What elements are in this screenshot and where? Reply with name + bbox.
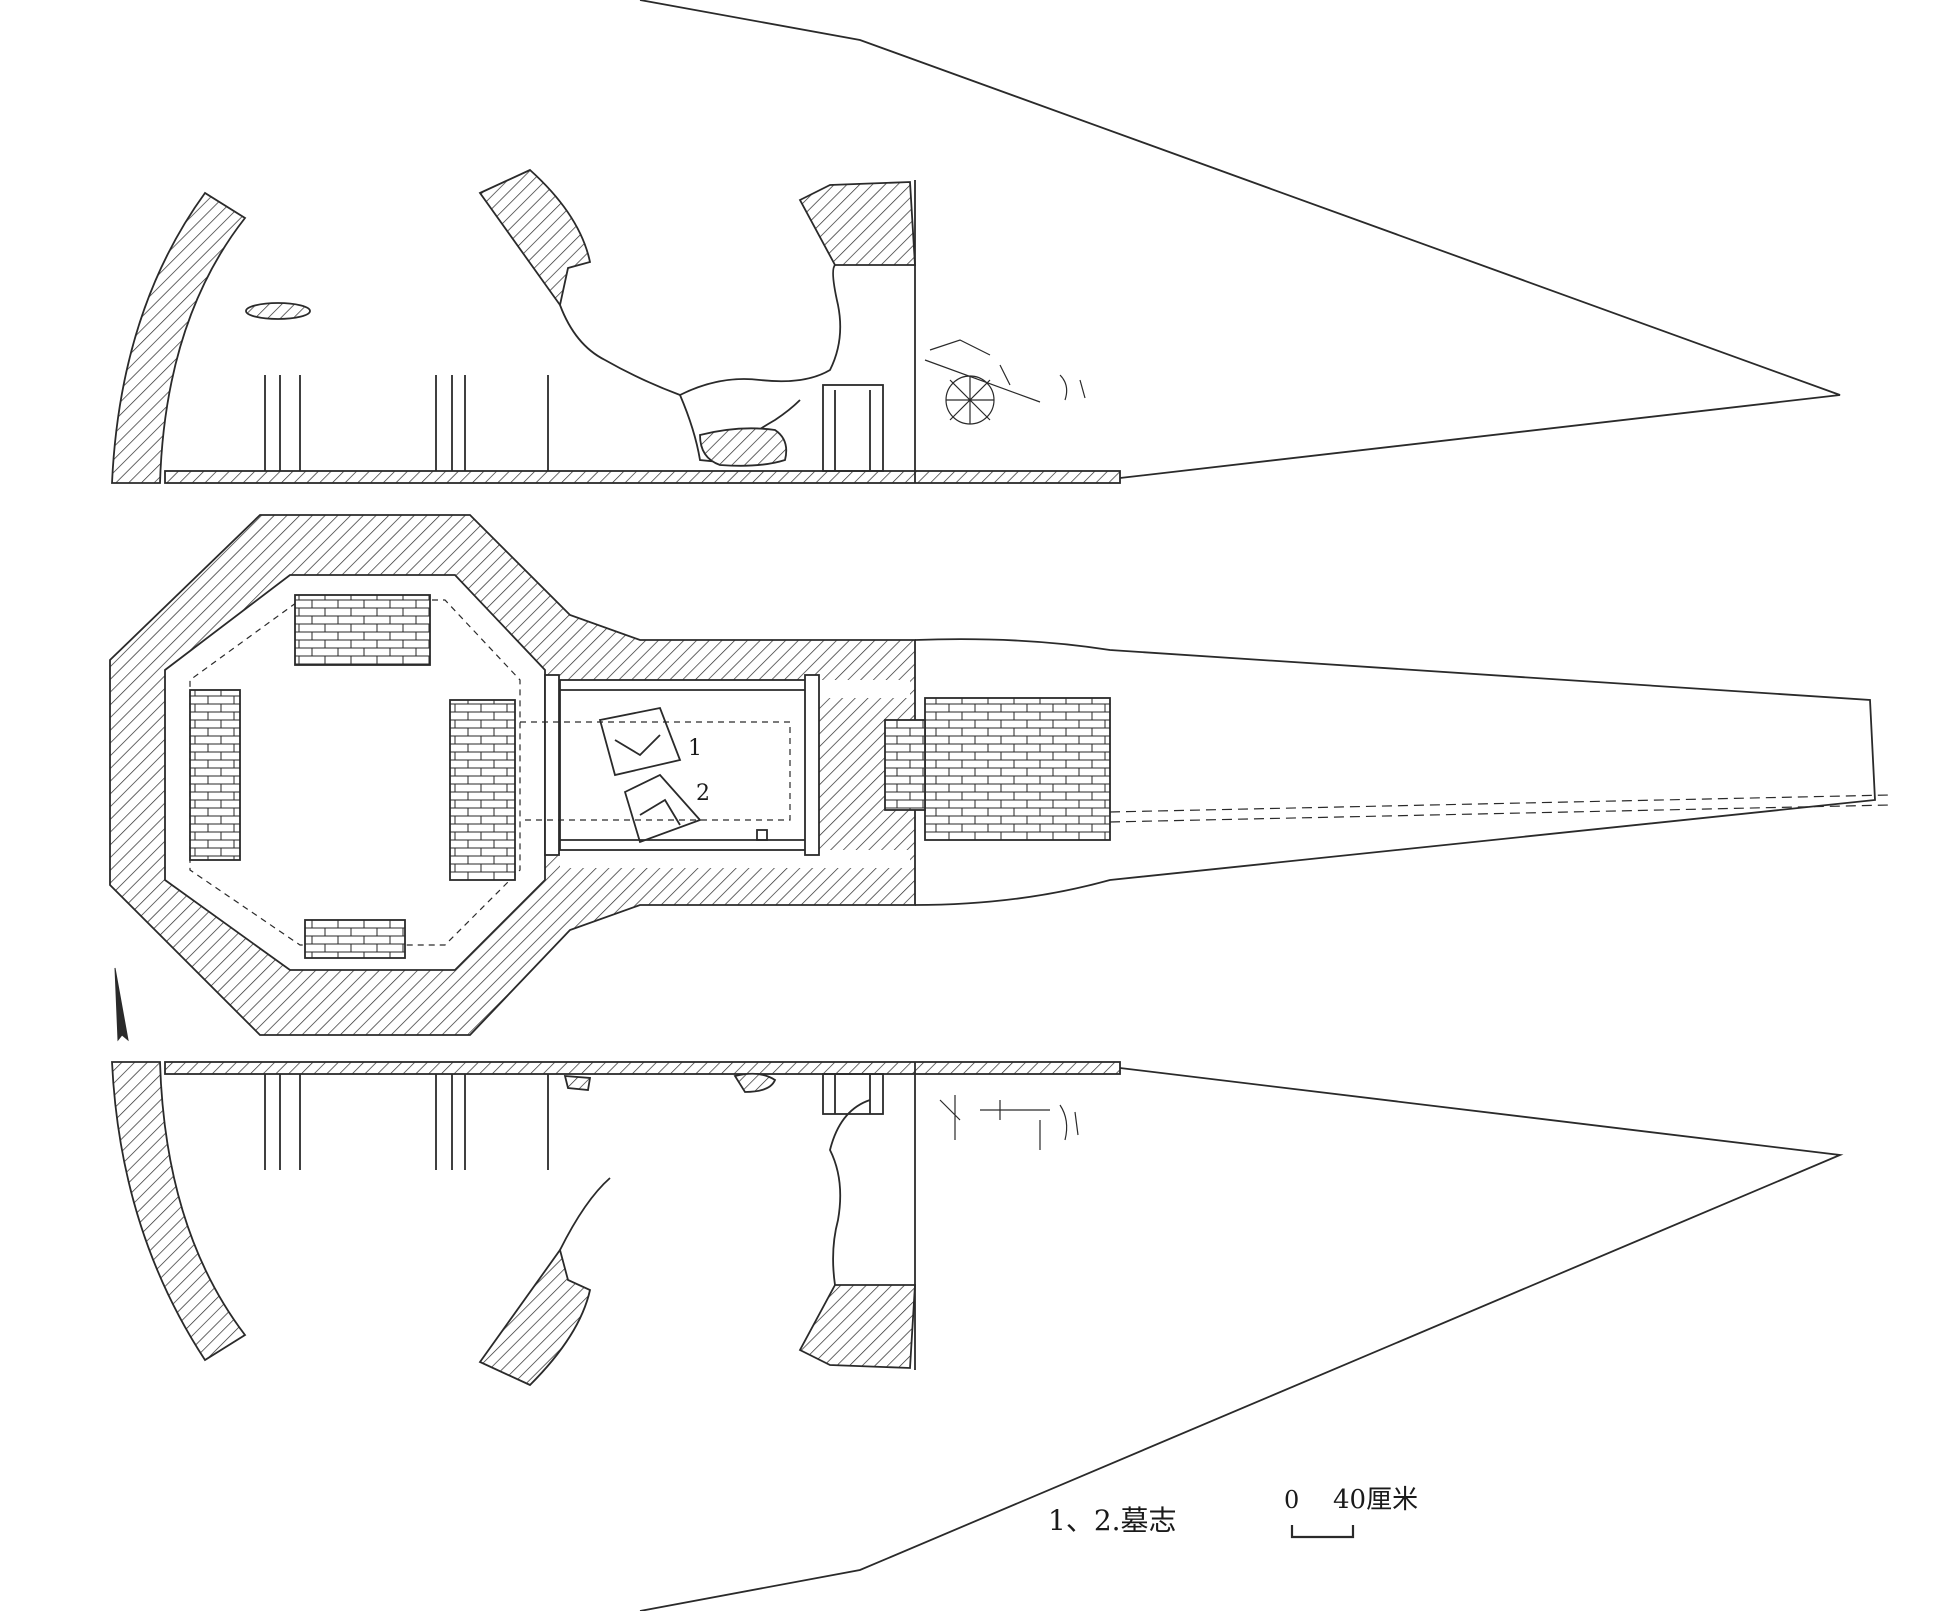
- plan-view: [109, 514, 1891, 1036]
- plan-corridor: [559, 679, 811, 851]
- plan-ramp-outline: [914, 638, 1876, 906]
- lower-mural-sketch: [939, 1095, 1079, 1150]
- epitaph-stone-1: [598, 706, 682, 777]
- lower-floor: [164, 1061, 1121, 1075]
- plan-entrance-seal: [884, 719, 926, 811]
- upper-debris-fill: [699, 427, 788, 467]
- find-label-1: 1: [688, 736, 702, 761]
- scale-value-label: 40厘米: [1333, 1485, 1418, 1515]
- plan-octagonal-outer-wall: [109, 514, 916, 1036]
- lower-left-dome-wall: [111, 1061, 247, 1362]
- find-label-2: 2: [696, 781, 710, 806]
- plan-bed-left: [189, 689, 241, 861]
- north-arrow-icon: [114, 967, 129, 1042]
- lower-gate-pillar: [798, 1284, 916, 1369]
- plan-bed-right: [449, 699, 516, 881]
- plan-brick-pavement: [924, 697, 1111, 841]
- upper-right-dome-wall: [478, 168, 592, 308]
- lower-ramp-outline: [639, 1067, 1844, 1611]
- plan-inner-octagon: [189, 599, 521, 946]
- upper-collapse-line: [559, 264, 842, 396]
- upper-section-view: [111, 0, 1841, 484]
- scale-bar: [1290, 1525, 1355, 1539]
- upper-mural-sketch: [924, 339, 1086, 425]
- upper-door-frame: [822, 384, 884, 472]
- upper-left-dome-wall: [111, 191, 247, 484]
- upper-small-object: [245, 302, 311, 320]
- upper-floor: [164, 470, 1121, 484]
- upper-gate-pillar: [798, 181, 916, 266]
- plan-bed-bottom: [304, 919, 406, 959]
- upper-ramp-outline: [639, 0, 1841, 479]
- plan-ramp-centerline: [1109, 794, 1891, 813]
- plan-bed-top: [294, 594, 431, 666]
- scale-zero-label: 0: [1284, 1486, 1299, 1514]
- lower-section-view: [111, 1061, 1844, 1611]
- epitaph-stone-2: [623, 773, 702, 844]
- lower-right-dome-wall: [478, 1247, 592, 1387]
- legend-caption: 1、2.墓志: [1048, 1504, 1177, 1537]
